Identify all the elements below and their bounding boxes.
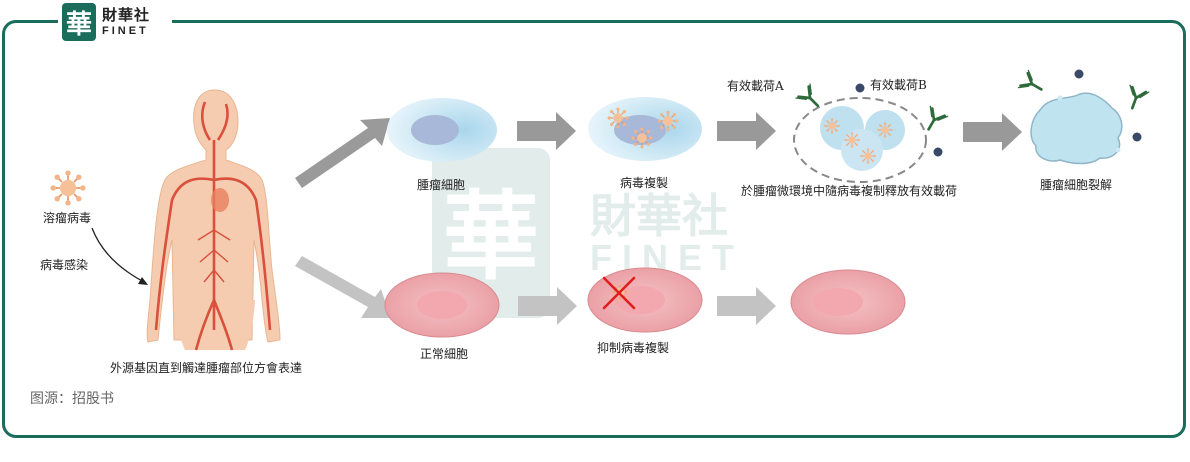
content-frame xyxy=(2,20,1186,438)
infection-arrow xyxy=(91,227,147,284)
logo-name-zh: 財華社 xyxy=(102,5,151,24)
label-virus-replication: 病毒複製 xyxy=(620,176,669,190)
released-virus-icon xyxy=(859,147,877,165)
label-payload-release: 於腫瘤微環境中隨病毒複制釋放有效載荷 xyxy=(741,184,958,198)
arrow-to-inhibition xyxy=(518,287,577,325)
label-body-caption: 外源基因直到觸達腫瘤部位方會表達 xyxy=(110,361,303,375)
tumor-microenvironment-boundary xyxy=(793,97,927,183)
oncolytic-virus-icon xyxy=(49,169,87,207)
normal-cell-nucleus xyxy=(417,291,467,319)
payload-b-dot xyxy=(855,83,865,93)
arrow-to-normal xyxy=(295,256,391,318)
released-virus-icon xyxy=(843,131,861,149)
arrow-to-replication xyxy=(517,112,576,150)
tumor-cell-nucleus xyxy=(411,115,459,145)
finet-logo: 華 財華社 FINET xyxy=(58,2,172,42)
arrow-to-lysis xyxy=(963,113,1022,151)
human-body-figure xyxy=(146,89,281,351)
label-tumor-cell: 腫瘤細胞 xyxy=(417,178,466,192)
cell-debris xyxy=(1057,95,1063,101)
antibody-icon xyxy=(1017,69,1048,100)
label-inhibit-replication: 抑制病毒複製 xyxy=(597,341,670,355)
image-source-caption: 图源：招股书 xyxy=(30,391,114,407)
label-virus-infection: 病毒感染 xyxy=(40,258,89,272)
released-virus-icon xyxy=(876,121,894,139)
payload-b-dot xyxy=(1132,132,1142,142)
label-normal-cell: 正常細胞 xyxy=(420,347,469,361)
payload-b-dot xyxy=(1074,69,1084,79)
arrow-to-payload-release xyxy=(717,112,776,150)
logo-name-en: FINET xyxy=(102,24,149,37)
arrow-to-final-normal xyxy=(717,287,776,325)
payload-b-dot xyxy=(933,147,943,157)
replicating-virus-icon xyxy=(631,127,653,149)
antibody-icon xyxy=(1121,83,1151,113)
logo-text: 財華社 FINET xyxy=(102,5,151,37)
logo-seal: 華 xyxy=(62,3,96,41)
watermark-name-zh: 財華社 xyxy=(590,189,728,243)
released-virus-icon xyxy=(823,117,841,135)
label-payload-b: 有效載荷B xyxy=(870,78,927,92)
cell-debris xyxy=(1115,147,1121,153)
replicating-virus-icon xyxy=(607,107,629,129)
label-oncolytic-virus: 溶瘤病毒 xyxy=(43,211,92,225)
replicating-virus-icon xyxy=(657,110,679,132)
replication-cell-nucleus xyxy=(614,115,666,145)
lysed-tumor-cell xyxy=(1030,92,1123,165)
label-tumor-lysis: 腫瘤細胞裂解 xyxy=(1040,178,1113,192)
inhibition-cross-icon xyxy=(602,276,636,310)
final-normal-cell-nucleus xyxy=(813,288,863,316)
antibody-icon xyxy=(794,82,826,114)
infection-arrowhead xyxy=(138,277,148,285)
label-payload-a: 有效載荷A xyxy=(727,79,784,93)
arrow-to-tumor xyxy=(295,118,390,188)
